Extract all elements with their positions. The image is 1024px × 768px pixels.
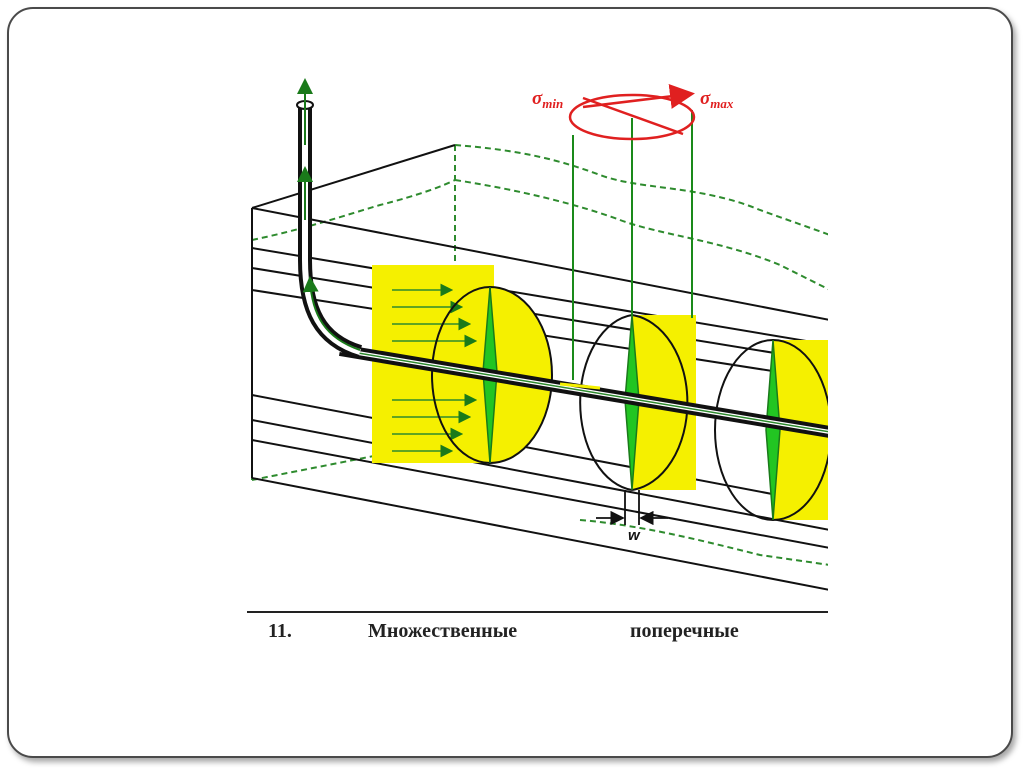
stress-projection-lines bbox=[572, 110, 693, 380]
fracture-width-label: w bbox=[628, 527, 641, 544]
figure-caption: 11. Множественные поперечные bbox=[266, 620, 826, 646]
fracture-width-marker bbox=[596, 490, 668, 526]
horizontal-wellbore bbox=[339, 344, 828, 438]
caption-word-2: поперечные bbox=[630, 620, 739, 642]
stress-ellipse bbox=[568, 84, 696, 141]
fracture-disk-3 bbox=[714, 339, 828, 521]
sigma-min-label: σmin bbox=[532, 88, 563, 111]
wellbore-flow-arrows bbox=[297, 78, 361, 351]
caption-word-1: Множественные bbox=[368, 620, 518, 642]
caption-number: 11. bbox=[268, 620, 292, 642]
flow-arrows-fracture-1 bbox=[392, 283, 478, 458]
sigma-max-label: σmax bbox=[700, 88, 734, 111]
